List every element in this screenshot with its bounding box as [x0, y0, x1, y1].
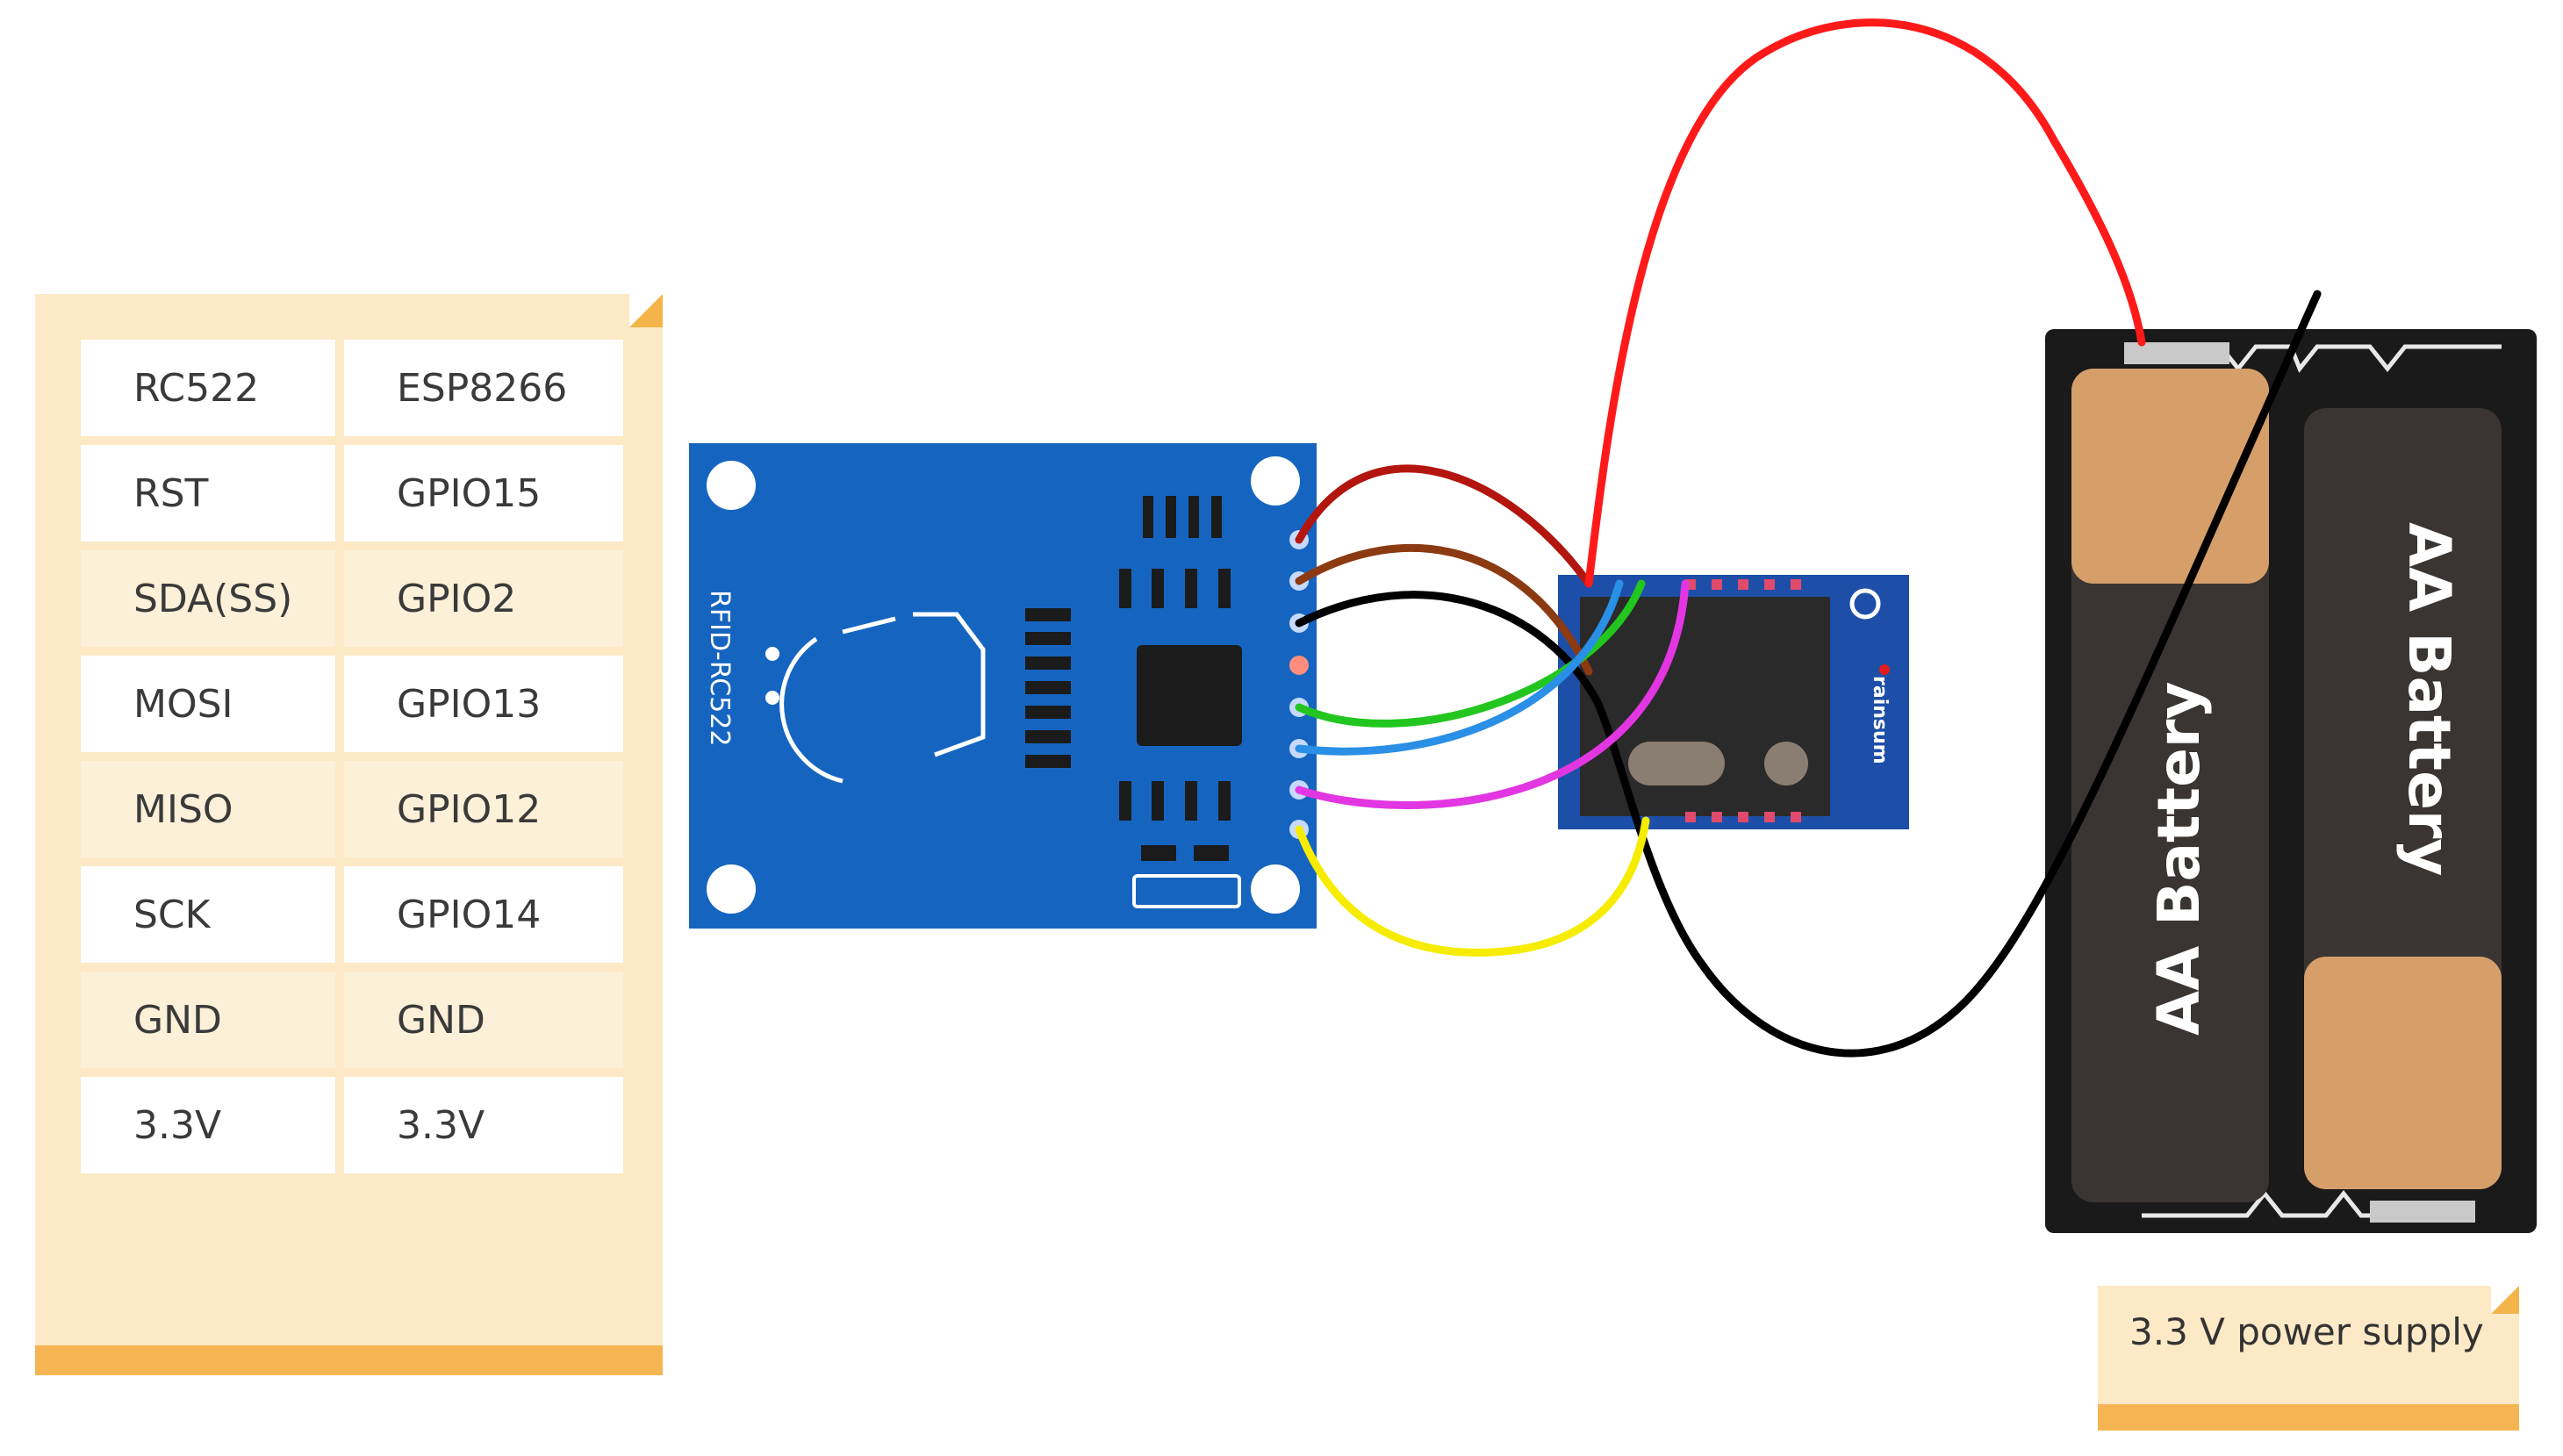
pin-mapping-note: RC522 ESP8266 RST GPIO15 SDA(SS) GPIO2 M…	[35, 294, 663, 1375]
note-fold-corner	[2491, 1286, 2519, 1314]
power-supply-label: 3.3 V power supply	[2129, 1310, 2484, 1353]
wire-sck	[1295, 579, 1624, 756]
mount-hole	[707, 864, 756, 914]
battery-right: AA Battery	[2304, 408, 2502, 1189]
note-bottom-band	[2098, 1404, 2519, 1431]
wires	[1295, 18, 2322, 1058]
rc522-pin: 3.3V	[81, 1077, 335, 1173]
esp8266-pin: GPIO13	[344, 656, 623, 752]
rc522-pin: MOSI	[81, 656, 335, 752]
rc522-pin: SDA(SS)	[81, 550, 335, 647]
battery-cap	[2304, 957, 2502, 1189]
smd-components	[1025, 496, 1231, 861]
terminal-plate	[2370, 1201, 2475, 1223]
battery-left-label: AA Battery	[2145, 682, 2213, 1036]
esp8266-pin: GPIO14	[344, 866, 623, 963]
spring-contact	[2142, 1189, 2458, 1218]
esp8266-pin: GPIO12	[344, 761, 623, 857]
table-row: MOSI GPIO13	[81, 656, 623, 752]
battery-holder: AA Battery AA Battery	[2045, 329, 2537, 1233]
wire-rst	[1295, 464, 1593, 588]
table-row: 3.3V 3.3V	[81, 1077, 623, 1173]
mount-hole	[1251, 456, 1300, 506]
antenna-arc	[779, 636, 844, 784]
esp8266-pin: 3.3V	[344, 1077, 623, 1173]
header-rc522: RC522	[81, 340, 335, 436]
power-supply-note: 3.3 V power supply	[2098, 1286, 2519, 1431]
rfid-rc522-board: RFID-RC522	[689, 443, 1317, 929]
antenna-arc	[842, 616, 896, 635]
header-esp8266: ESP8266	[344, 340, 623, 436]
esp8266-pin: GND	[344, 972, 623, 1068]
rc522-pin: SCK	[81, 866, 335, 963]
spring-contact	[2142, 344, 2502, 373]
wire-vcc	[1295, 816, 1650, 957]
rc522-pin: RST	[81, 445, 335, 542]
table-row: RST GPIO15	[81, 445, 623, 542]
wire-power	[1584, 18, 2146, 588]
wire-miso	[1295, 579, 1690, 809]
esp8266-pin: GPIO2	[344, 550, 623, 647]
table-header-row: RC522 ESP8266	[81, 340, 623, 436]
table-row: GND GND	[81, 972, 623, 1068]
esp8266-pin: GPIO15	[344, 445, 623, 542]
note-bottom-band	[35, 1345, 663, 1375]
mount-hole	[1251, 864, 1300, 914]
esp-indicator	[1849, 588, 1881, 620]
table-row: MISO GPIO12	[81, 761, 623, 857]
esp-pad	[1628, 742, 1725, 785]
mount-hole	[707, 461, 756, 510]
rc522-pin: MISO	[81, 761, 335, 857]
rfid-chip	[1137, 645, 1242, 746]
battery-cap	[2071, 369, 2269, 584]
pin-mapping-table: RC522 ESP8266 RST GPIO15 SDA(SS) GPIO2 M…	[72, 331, 632, 1182]
wire-sda	[1295, 544, 1593, 676]
battery-right-label: AA Battery	[2395, 522, 2463, 876]
antenna-dot	[765, 691, 779, 705]
wire-gnd	[1295, 290, 2322, 1058]
wire-mosi	[1295, 579, 1646, 728]
rc522-pin: GND	[81, 972, 335, 1068]
esp-brand-label: rainsum	[1869, 676, 1891, 764]
rfid-label: RFID-RC522	[704, 590, 735, 746]
table-row: SCK GPIO14	[81, 866, 623, 963]
table-row: SDA(SS) GPIO2	[81, 550, 623, 647]
antenna-trace	[913, 612, 986, 757]
crystal-outline	[1132, 874, 1241, 908]
antenna-dot	[765, 647, 779, 661]
brand-dot	[1879, 664, 1890, 675]
esp-pad	[1764, 742, 1808, 785]
battery-left: AA Battery	[2071, 369, 2269, 1202]
